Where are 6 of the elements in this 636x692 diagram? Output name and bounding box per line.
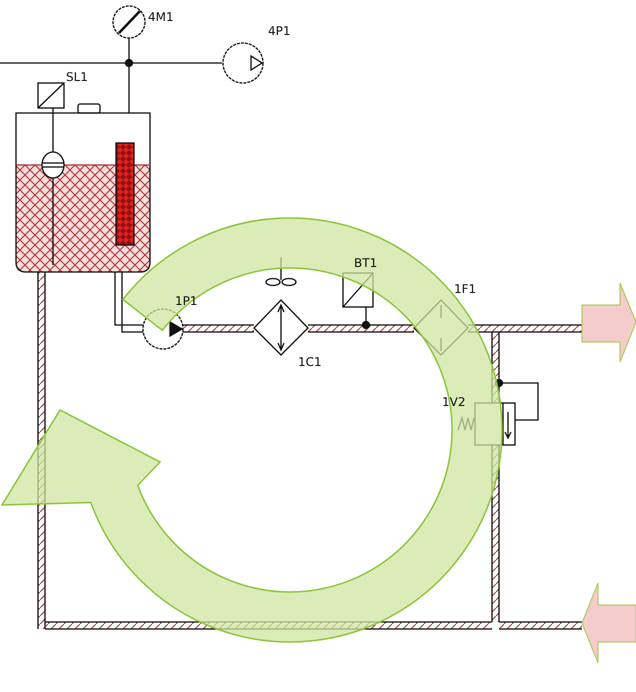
component-tag: SL1 — [66, 70, 88, 84]
component-tag: 4P1 — [268, 24, 291, 38]
component-tag: BT1 — [354, 256, 378, 270]
component-tag: 1F1 — [454, 282, 476, 296]
component-tag: 1C1 — [298, 355, 322, 369]
component-tag: 4M1 — [148, 10, 174, 24]
